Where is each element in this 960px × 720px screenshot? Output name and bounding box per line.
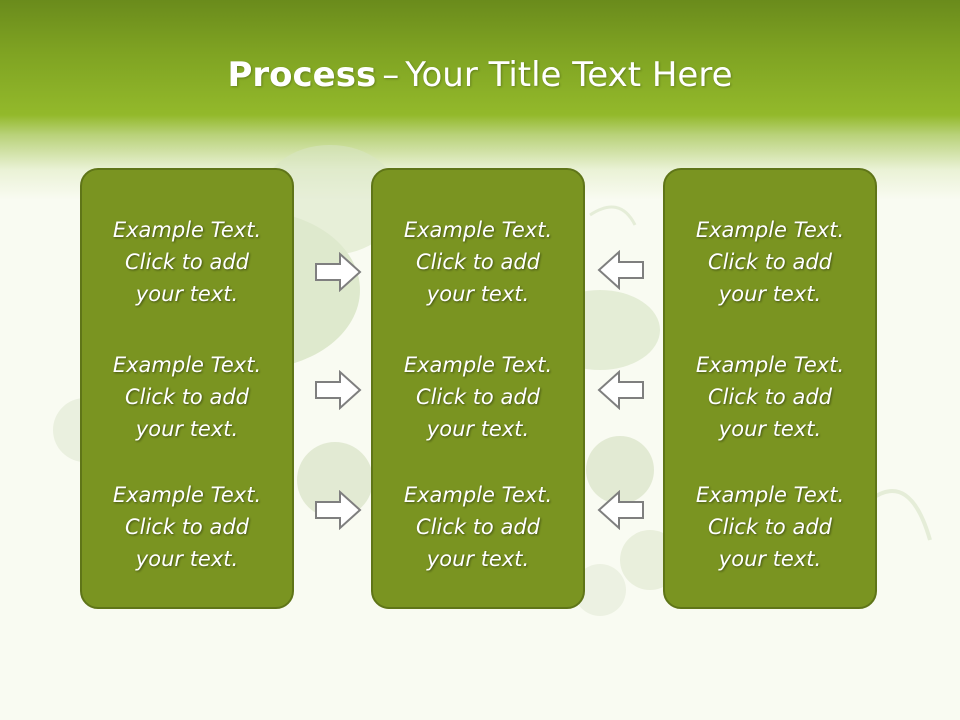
- text-line: your text.: [426, 547, 530, 571]
- text-block[interactable]: Example Text. Click to add your text.: [665, 349, 875, 445]
- panel-right[interactable]: Example Text. Click to add your text. Ex…: [663, 168, 877, 609]
- text-line: your text.: [135, 547, 239, 571]
- title-bold: Process: [227, 55, 377, 95]
- text-line: Example Text.: [403, 483, 553, 507]
- text-line: Click to add: [415, 385, 540, 409]
- text-line: Click to add: [707, 250, 832, 274]
- arrow-left-icon: [597, 370, 644, 410]
- text-line: Click to add: [415, 515, 540, 539]
- text-line: Example Text.: [112, 483, 262, 507]
- text-line: your text.: [426, 282, 530, 306]
- text-line: your text.: [135, 282, 239, 306]
- panel-middle[interactable]: Example Text. Click to add your text. Ex…: [371, 168, 585, 609]
- text-line: Example Text.: [403, 353, 553, 377]
- text-line: your text.: [426, 417, 530, 441]
- text-block[interactable]: Example Text. Click to add your text.: [665, 214, 875, 310]
- text-line: Example Text.: [695, 353, 845, 377]
- text-line: your text.: [718, 547, 822, 571]
- text-block[interactable]: Example Text. Click to add your text.: [665, 479, 875, 575]
- text-block[interactable]: Example Text. Click to add your text.: [82, 349, 292, 445]
- text-line: your text.: [718, 282, 822, 306]
- title-rest: Your Title Text Here: [405, 55, 733, 95]
- text-line: your text.: [135, 417, 239, 441]
- text-line: Example Text.: [403, 218, 553, 242]
- panel-left[interactable]: Example Text. Click to add your text. Ex…: [80, 168, 294, 609]
- text-line: Click to add: [707, 385, 832, 409]
- text-line: your text.: [718, 417, 822, 441]
- text-line: Click to add: [415, 250, 540, 274]
- text-block[interactable]: Example Text. Click to add your text.: [82, 479, 292, 575]
- arrow-right-icon: [315, 370, 362, 410]
- arrow-right-icon: [315, 252, 362, 292]
- arrow-left-icon: [597, 490, 644, 530]
- text-line: Example Text.: [695, 483, 845, 507]
- text-line: Example Text.: [695, 218, 845, 242]
- arrow-right-icon: [315, 490, 362, 530]
- title-banner: [0, 0, 960, 200]
- slide-title: Process–Your Title Text Here: [0, 50, 960, 100]
- text-line: Example Text.: [112, 218, 262, 242]
- text-block[interactable]: Example Text. Click to add your text.: [373, 349, 583, 445]
- text-block[interactable]: Example Text. Click to add your text.: [373, 214, 583, 310]
- text-line: Click to add: [707, 515, 832, 539]
- title-separator: –: [382, 55, 400, 95]
- arrow-left-icon: [597, 250, 644, 290]
- text-line: Example Text.: [112, 353, 262, 377]
- text-block[interactable]: Example Text. Click to add your text.: [373, 479, 583, 575]
- text-line: Click to add: [124, 250, 249, 274]
- text-line: Click to add: [124, 385, 249, 409]
- text-line: Click to add: [124, 515, 249, 539]
- text-block[interactable]: Example Text. Click to add your text.: [82, 214, 292, 310]
